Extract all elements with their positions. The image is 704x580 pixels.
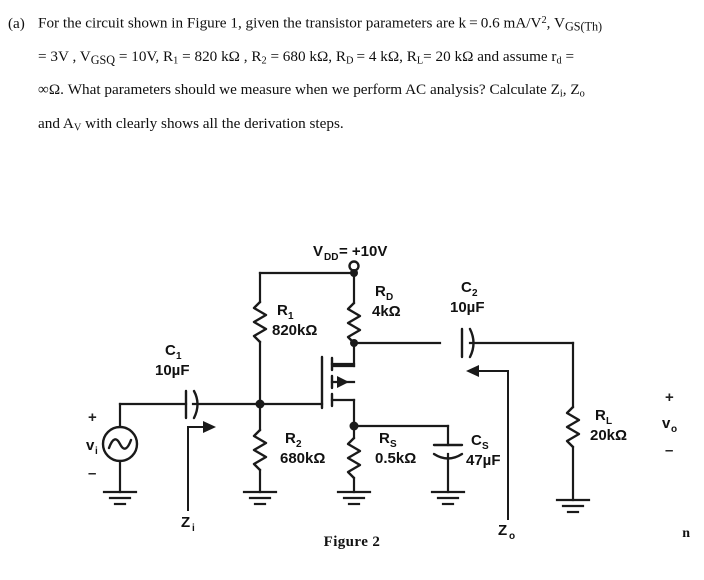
circuit-schematic-svg: V DD = +10V R 1 820kΩ R D 4kΩ C 2 10µF	[86, 243, 677, 542]
vi-label-group: v i	[86, 437, 98, 457]
zo-arrow-path	[478, 370, 509, 520]
zi-label-name: Z	[181, 514, 190, 531]
vi-minus-sign: –	[88, 465, 96, 482]
zo-label-name: Z	[498, 522, 507, 539]
zi-indicator: Z i	[181, 421, 216, 534]
ground-symbol-rs	[336, 490, 372, 506]
zo-label-sub: o	[509, 531, 515, 542]
rd-label-sub: D	[386, 292, 393, 303]
ground-symbol-rl	[555, 498, 591, 514]
question-line-1: (a)For the circuit shown in Figure 1, gi…	[8, 6, 694, 42]
figure-caption: Figure 2	[323, 534, 381, 550]
c2-label-name: C	[461, 279, 472, 296]
rl-label-value: 20kΩ	[590, 427, 627, 444]
rd-label-group: R D 4kΩ	[372, 283, 401, 320]
c2-label-group: C 2 10µF	[450, 279, 485, 316]
zo-arrow-head	[466, 365, 479, 377]
question-line-3: ∞Ω. What parameters should we measure wh…	[38, 81, 585, 100]
vdd-label-group: V DD = +10V	[313, 243, 387, 263]
rs-resistor-symbol	[346, 436, 362, 480]
vdd-label-value: = +10V	[339, 243, 387, 260]
r1-label-name: R	[277, 302, 288, 319]
vo-plus-sign: +	[665, 389, 674, 406]
rl-label-group: R L 20kΩ	[590, 407, 627, 444]
circuit-figure: V DD = +10V R 1 820kΩ R D 4kΩ C 2 10µF	[0, 230, 704, 580]
c1-label-value: 10µF	[155, 362, 190, 379]
question-line-4: and AV with clearly shows all the deriva…	[38, 114, 344, 134]
c1-label-name: C	[165, 342, 176, 359]
zi-arrow-path	[187, 426, 204, 511]
cs-label-value: 47µF	[466, 452, 501, 469]
mosfet-body-arrow	[337, 376, 349, 388]
zo-indicator: Z o	[466, 365, 515, 542]
rs-label-group: R S 0.5kΩ	[375, 430, 416, 467]
r2-label-sub: 2	[296, 439, 302, 450]
rd-label-name: R	[375, 283, 386, 300]
c1-label-group: C 1 10µF	[155, 342, 190, 379]
r1-label-value: 820kΩ	[272, 322, 317, 339]
zi-arrow-head	[203, 421, 216, 433]
ground-symbol-source	[102, 490, 138, 506]
rl-label-sub: L	[606, 416, 612, 427]
zi-label-sub: i	[192, 523, 195, 534]
r2-label-name: R	[285, 430, 296, 447]
vdd-label-sub: DD	[324, 252, 338, 263]
r2-label-group: R 2 680kΩ	[280, 430, 325, 467]
vi-label-sub: i	[95, 446, 98, 457]
page-mark: n	[682, 526, 690, 541]
c1-plate-right	[192, 389, 199, 420]
cs-label-sub: S	[482, 441, 489, 452]
rs-label-sub: S	[390, 439, 397, 450]
c2-label-value: 10µF	[450, 299, 485, 316]
mosfet-symbol	[258, 355, 356, 410]
ground-symbol-r2	[242, 490, 278, 506]
vi-label-name: v	[86, 437, 95, 454]
c2-label-sub: 2	[472, 288, 478, 299]
question-line-2: = 3V , VGSQ = 10V, R1 = 820 kΩ , R2 = 68…	[38, 47, 575, 67]
rs-label-value: 0.5kΩ	[375, 450, 416, 467]
r2-label-value: 680kΩ	[280, 450, 325, 467]
vi-sine-glyph	[107, 438, 133, 450]
cs-label-group: C S 47µF	[466, 432, 501, 469]
rl-resistor-symbol	[565, 405, 581, 449]
rl-label-name: R	[595, 407, 606, 424]
question-text-block: (a)For the circuit shown in Figure 1, gi…	[8, 6, 694, 142]
vo-label-sub: o	[671, 424, 677, 435]
r2-resistor-symbol	[252, 428, 268, 472]
r1-label-group: R 1 820kΩ	[272, 302, 317, 339]
vdd-label-name: V	[313, 243, 323, 260]
vi-plus-sign: +	[88, 409, 97, 426]
ground-symbol-cs	[430, 490, 466, 506]
rs-label-name: R	[379, 430, 390, 447]
vo-label-name: v	[662, 415, 671, 432]
cs-label-name: C	[471, 432, 482, 449]
r1-resistor-symbol	[252, 300, 268, 344]
rd-resistor-symbol	[346, 301, 362, 345]
question-marker: (a)	[8, 14, 25, 32]
vo-minus-sign: –	[665, 442, 673, 459]
rd-label-value: 4kΩ	[372, 303, 401, 320]
r1-label-sub: 1	[288, 311, 294, 322]
vo-label-group: v o	[662, 415, 677, 435]
c1-label-sub: 1	[176, 351, 182, 362]
